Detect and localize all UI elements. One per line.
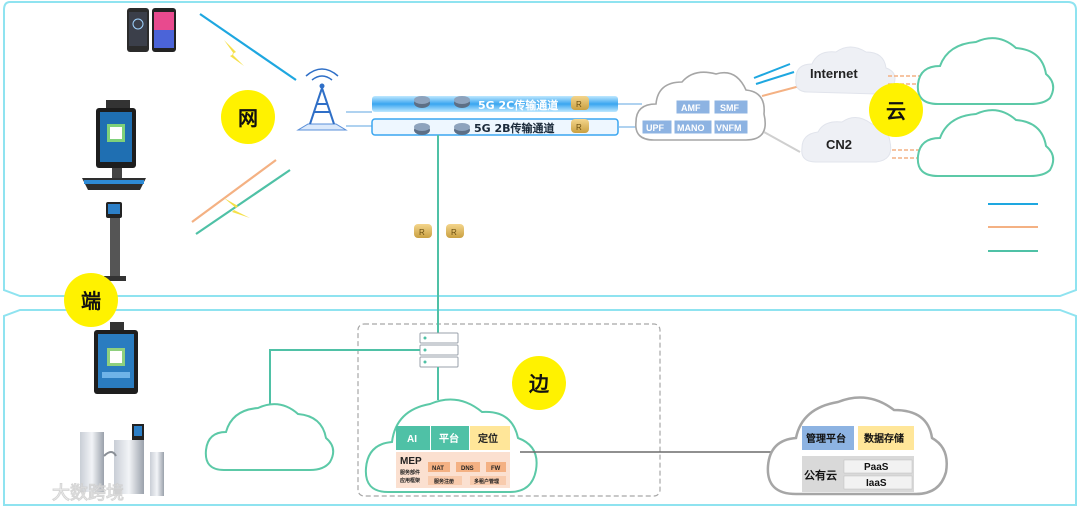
data-storage-label: 数据存储 bbox=[864, 432, 904, 445]
mep-sub2-label: 应用框架 bbox=[400, 477, 420, 484]
cn2-cloud bbox=[801, 117, 892, 163]
gold-router-icon: R bbox=[571, 119, 589, 133]
paas-label: PaaS bbox=[864, 462, 889, 473]
mep-label: MEP bbox=[400, 456, 422, 467]
wireless-link-teal bbox=[195, 169, 291, 235]
bottom-panel bbox=[3, 309, 1077, 506]
iaas-box bbox=[843, 475, 913, 490]
server-to-left-cloud-link bbox=[269, 349, 420, 404]
svg-text:R: R bbox=[451, 228, 457, 237]
data-storage-box bbox=[858, 426, 914, 450]
core-to-internet-links bbox=[753, 63, 795, 85]
edge-positioning-label: 定位 bbox=[478, 432, 498, 445]
zone-badge-edge bbox=[512, 356, 566, 410]
svg-text:R: R bbox=[576, 100, 582, 109]
fw-box bbox=[486, 462, 506, 472]
multi-label: 多租户管理 bbox=[474, 478, 499, 485]
top-panel bbox=[3, 1, 1077, 297]
zone-cloud-label: 云 bbox=[886, 99, 906, 123]
core-smf: SMF bbox=[720, 103, 740, 113]
lightning-icon bbox=[224, 198, 250, 218]
core-function-boxes bbox=[641, 99, 749, 135]
internet-label: Internet bbox=[810, 66, 858, 81]
reg-box bbox=[428, 476, 462, 485]
fw-label: FW bbox=[491, 466, 501, 472]
router-icon bbox=[414, 123, 430, 135]
wireless-link-orange bbox=[191, 159, 277, 223]
mgmt-platform-box bbox=[802, 426, 854, 450]
channel-2c-label: 5G 2C传输通道 bbox=[478, 98, 558, 112]
edge-server-icon bbox=[419, 332, 459, 368]
face-terminal-pole-icon bbox=[104, 202, 126, 281]
watermark-logo-icon bbox=[11, 479, 45, 499]
cn2-to-cloud-links bbox=[892, 149, 920, 159]
green-cloud-upper bbox=[916, 37, 1055, 105]
iaas-label: IaaS bbox=[866, 478, 887, 489]
dns-box bbox=[456, 462, 480, 472]
zone-device-label: 端 bbox=[81, 289, 101, 313]
green-cloud-lower bbox=[916, 109, 1055, 177]
edge-ai-box bbox=[396, 426, 430, 450]
face-terminal-stand-icon bbox=[82, 100, 146, 190]
mep-sub1-label: 服务部件 bbox=[400, 469, 420, 476]
router-icon bbox=[414, 96, 430, 108]
gold-router-icon: R bbox=[446, 224, 464, 238]
reg-label: 服务注册 bbox=[434, 478, 454, 485]
nat-label: NAT bbox=[432, 466, 444, 472]
tower-link bbox=[346, 111, 372, 127]
public-cloud-label: 公有云 bbox=[804, 468, 837, 482]
core-amf: AMF bbox=[681, 103, 701, 113]
core-vnfm: VNFM bbox=[716, 123, 742, 133]
turnstile-gate-icon bbox=[80, 424, 164, 496]
lightning-icon bbox=[224, 40, 244, 66]
channel-2c-bar bbox=[372, 96, 618, 112]
zone-edge-label: 边 bbox=[528, 372, 550, 396]
edge-ai-label: AI bbox=[407, 434, 417, 445]
edge-platform-box bbox=[431, 426, 469, 450]
green-cloud-left bbox=[204, 403, 335, 471]
mgmt-platform-label: 管理平台 bbox=[806, 432, 846, 445]
paas-box bbox=[843, 459, 913, 474]
core-to-cn2-link bbox=[763, 131, 801, 153]
zone-badge-cloud bbox=[869, 83, 923, 137]
edge-platform-label: 平台 bbox=[439, 432, 459, 445]
watermark-text: 大数跨境 bbox=[52, 482, 124, 504]
svg-text:R: R bbox=[419, 228, 425, 237]
gold-router-icon: R bbox=[414, 224, 432, 238]
router-icon bbox=[454, 96, 470, 108]
wireless-link-blue bbox=[199, 13, 297, 81]
cn2-label: CN2 bbox=[826, 137, 852, 152]
edge-box bbox=[357, 323, 661, 497]
edge-positioning-box bbox=[470, 426, 510, 450]
multi-box bbox=[470, 476, 506, 485]
channel-2b-label: 5G 2B传输通道 bbox=[474, 121, 555, 135]
zone-net-label: 网 bbox=[238, 106, 258, 130]
core-mano: MANO bbox=[677, 123, 705, 133]
core-to-internet-orange bbox=[761, 85, 801, 97]
core-upf: UPF bbox=[646, 123, 665, 133]
nat-box bbox=[428, 462, 450, 472]
zone-badge-net bbox=[221, 90, 275, 144]
zone-badge-device bbox=[64, 273, 118, 327]
router-icon bbox=[454, 123, 470, 135]
dns-label: DNS bbox=[461, 466, 474, 472]
gold-router-icon: R bbox=[571, 96, 589, 110]
phones-icon bbox=[127, 8, 176, 52]
svg-text:R: R bbox=[576, 123, 582, 132]
base-station-icon bbox=[296, 68, 348, 131]
access-terminal-icon bbox=[94, 322, 138, 394]
